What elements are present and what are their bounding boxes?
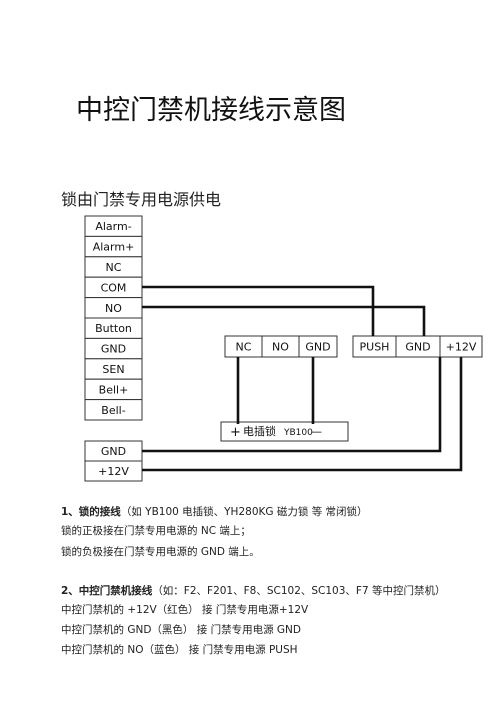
lock-minus-sign: —: [311, 425, 322, 438]
wire-no-to-psu-gnd: [142, 305, 426, 336]
controller-terminal-3-label: COM: [101, 281, 127, 294]
wire-12v-to-psu-12v: [142, 357, 463, 472]
controller-terminal-8: Bell+: [84, 378, 143, 401]
electric-lock: + 电插锁 YB100 —: [220, 421, 349, 442]
power-supply-terminal-0: PUSH: [352, 335, 397, 358]
section1-line-1: 锁的正极接在门禁专用电源的 NC 端上；: [61, 525, 251, 537]
lock-terminal-2-label: GND: [305, 341, 330, 354]
section1-heading-detail: （如 YB100 电插锁、YH280KG 磁力锁 等 常闭锁）: [120, 506, 368, 518]
wires: [142, 285, 463, 472]
power-supply-terminal-2-label: +12V: [446, 341, 477, 354]
lock-terminal-0-label: NC: [236, 341, 252, 354]
controller-terminal-1: Alarm+: [84, 235, 143, 258]
lock-terminal-0: NC: [224, 335, 263, 358]
controller-terminal-2-label: NC: [106, 261, 122, 274]
lock-label: 电插锁: [243, 424, 276, 438]
controller-terminal-4-label: NO: [105, 302, 122, 315]
controller-terminal-0-label: Alarm-: [95, 220, 131, 233]
lock-terminal-block: NC NO GND: [224, 335, 338, 358]
controller-terminal-7: SEN: [84, 358, 143, 380]
controller-terminal-4: NO: [84, 297, 143, 319]
section2-line-2: 中控门禁机的 GND（黑色） 接 门禁专用电源 GND: [61, 624, 302, 636]
controller-power-block: GND +12V: [84, 440, 143, 482]
power-supply-terminal-1: GND: [395, 335, 441, 358]
controller-terminal-0: Alarm-: [84, 215, 143, 237]
lock-terminal-2: GND: [298, 335, 338, 358]
lock-plus-sign: +: [230, 425, 241, 440]
section2-heading-detail: （如：F2、F201、F8、SC102、SC103、F7 等中控门禁机）: [152, 585, 446, 597]
section1-heading: 1、锁的接线: [61, 506, 121, 518]
controller-terminal-9: Bell-: [84, 399, 143, 421]
controller-terminal-2: NC: [84, 256, 143, 278]
controller-terminal-5: Button: [84, 317, 143, 339]
controller-terminal-5-label: Button: [95, 322, 132, 335]
diagram-subtitle: 锁由门禁专用电源供电: [61, 190, 222, 209]
section1-line-2: 锁的负极接在门禁专用电源的 GND 端上。: [61, 546, 260, 558]
controller-power-terminal-0: GND: [84, 440, 143, 462]
controller-terminal-6: GND: [84, 337, 143, 360]
power-supply-terminal-0-label: PUSH: [360, 341, 390, 354]
section2-heading: 2、中控门禁机接线: [61, 585, 153, 597]
lock-terminal-1: NO: [261, 335, 300, 358]
lock-model: YB100: [283, 428, 313, 438]
wire-com-to-push: [142, 285, 375, 336]
controller-terminal-8-label: Bell+: [99, 383, 129, 396]
section2-line-1: 中控门禁机的 +12V（红色） 接 门禁专用电源+12V: [61, 604, 309, 616]
wire-gnd-to-psu-gnd: [142, 357, 442, 453]
controller-terminal-7-label: SEN: [102, 363, 124, 376]
power-supply-terminal-block: PUSH GND +12V: [352, 335, 483, 358]
controller-power-terminal-0-label: GND: [101, 445, 126, 458]
lock-terminal-1-label: NO: [272, 341, 289, 354]
controller-power-terminal-1: +12V: [84, 460, 143, 482]
controller-terminal-3: COM: [84, 276, 143, 299]
controller-terminal-9-label: Bell-: [101, 404, 125, 417]
controller-terminal-6-label: GND: [101, 343, 126, 356]
section2-line-3: 中控门禁机的 NO（蓝色） 接 门禁专用电源 PUSH: [61, 644, 298, 656]
controller-terminal-1-label: Alarm+: [93, 241, 135, 254]
power-supply-terminal-2: +12V: [439, 335, 483, 358]
controller-power-terminal-1-label: +12V: [98, 465, 129, 478]
power-supply-terminal-1-label: GND: [405, 341, 430, 354]
page-title: 中控门禁机接线示意图: [76, 95, 346, 126]
